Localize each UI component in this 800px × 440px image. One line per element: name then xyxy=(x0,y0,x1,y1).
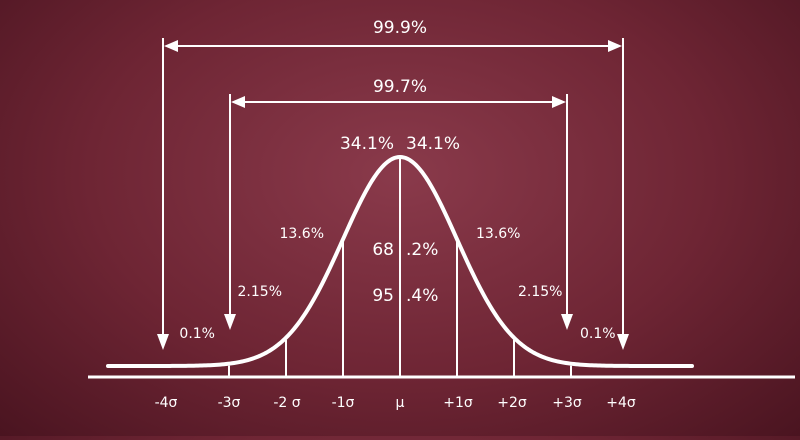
inner-span-arrowhead-right xyxy=(552,96,566,108)
inner-span: 99.7% xyxy=(224,77,573,330)
tail-label-left: 0.1% xyxy=(179,326,215,342)
peak-label-left: 34.1% xyxy=(340,134,394,154)
axis-labels: -4σ -3σ -2 σ -1σ μ +1σ +2σ +3σ +4σ xyxy=(155,395,636,411)
outer-span: 99.9% xyxy=(157,18,629,350)
peak-label-right: 34.1% xyxy=(406,134,460,154)
inner-span-arrowhead-left xyxy=(231,96,245,108)
bell-curve xyxy=(106,154,694,368)
inner-span-down-arrow-left xyxy=(224,314,236,330)
axis-label-6: +2σ xyxy=(497,395,527,411)
two-sigma-label-left: 95 xyxy=(372,286,394,306)
outer-span-arrowhead-left xyxy=(164,40,178,52)
axis-label-3: -1σ xyxy=(332,395,355,411)
tail-label-right: 0.1% xyxy=(580,326,616,342)
band-label-right-2-3: 2.15% xyxy=(518,284,562,300)
inner-span-label: 99.7% xyxy=(373,77,427,97)
outer-span-label: 99.9% xyxy=(373,18,427,38)
one-sigma-label-left: 68 xyxy=(372,240,394,260)
axis-label-5: +1σ xyxy=(443,395,473,411)
axis-label-8: +4σ xyxy=(606,395,636,411)
two-sigma-label-right: .4% xyxy=(406,286,438,306)
inner-span-down-arrow-right xyxy=(561,314,573,330)
one-sigma-label-right: .2% xyxy=(406,240,438,260)
band-label-right-1-2: 13.6% xyxy=(476,226,520,242)
axis-label-7: +3σ xyxy=(552,395,582,411)
outer-span-down-arrow-right xyxy=(617,334,629,350)
axis-label-1: -3σ xyxy=(218,395,241,411)
band-label-left-1-2: 13.6% xyxy=(280,226,324,242)
outer-span-arrowhead-right xyxy=(608,40,622,52)
axis-label-0: -4σ xyxy=(155,395,178,411)
axis-label-2: -2 σ xyxy=(273,395,300,411)
band-label-left-2-3: 2.15% xyxy=(238,284,282,300)
sigma-lines xyxy=(228,159,572,377)
axis-label-4: μ xyxy=(396,395,405,411)
outer-span-down-arrow-left xyxy=(157,334,169,350)
